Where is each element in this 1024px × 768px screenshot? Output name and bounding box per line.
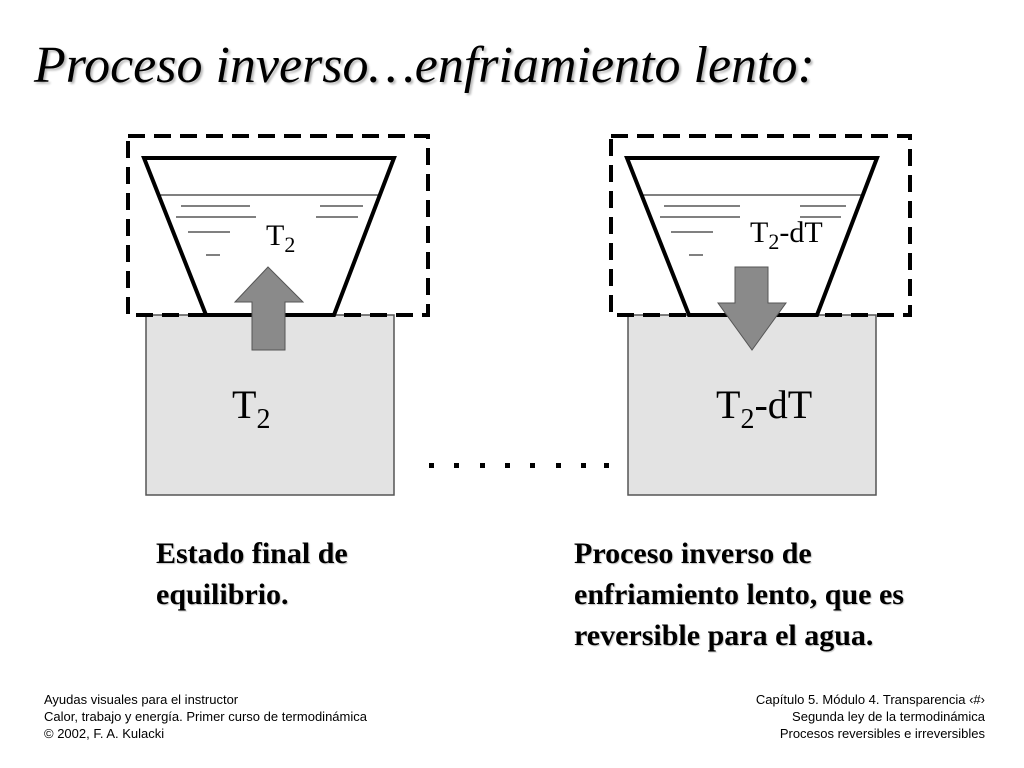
right-caption-line: reversible para el agua. xyxy=(574,619,874,652)
footer-left-line: Calor, trabajo y energía. Primer curso d… xyxy=(44,709,367,724)
left-caption-line: Estado final de xyxy=(156,537,348,570)
ellipsis-dots xyxy=(429,463,609,468)
right-water-surface-lines xyxy=(643,194,861,256)
slide-title: Proceso inverso…enfriamiento lento: xyxy=(34,37,815,94)
right-beaker-temperature: T2-dT xyxy=(750,216,823,254)
left-caption-line: equilibrio. xyxy=(156,578,289,611)
right-block-temperature: T2-dT xyxy=(716,382,812,435)
left-heat-arrow-up xyxy=(233,266,305,351)
footer-right-line: Segunda ley de la termodinámica xyxy=(792,709,985,724)
footer-left: Ayudas visuales para el instructor Calor… xyxy=(44,691,367,742)
footer-left-line: © 2002, F. A. Kulacki xyxy=(44,726,165,741)
right-caption-line: enfriamiento lento, que es xyxy=(574,578,904,611)
footer-left-line: Ayudas visuales para el instructor xyxy=(44,692,239,707)
right-beaker xyxy=(624,156,880,317)
left-system: T2 T2 xyxy=(126,134,430,496)
left-block-temperature: T2 xyxy=(232,382,270,435)
left-caption: Estado final de equilibrio. xyxy=(156,533,456,615)
right-system: T2-dT T2-dT xyxy=(609,134,912,496)
footer-right-line: Procesos reversibles e irreversibles xyxy=(779,726,985,741)
left-water-surface-lines xyxy=(160,194,378,256)
left-beaker-temperature: T2 xyxy=(266,219,295,257)
right-caption: Proceso inverso de enfriamiento lento, q… xyxy=(574,533,1004,656)
right-caption-line: Proceso inverso de xyxy=(574,537,812,570)
footer-right: Capítulo 5. Módulo 4. Transparencia ‹#› … xyxy=(756,691,985,742)
footer-right-line: Capítulo 5. Módulo 4. Transparencia ‹#› xyxy=(755,692,985,707)
right-heat-arrow-down xyxy=(717,266,787,351)
